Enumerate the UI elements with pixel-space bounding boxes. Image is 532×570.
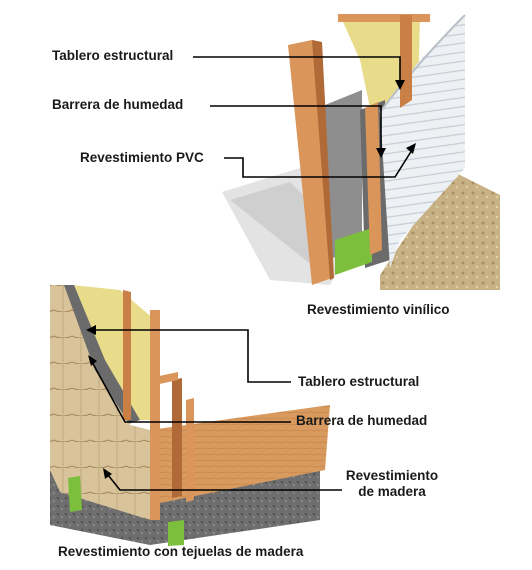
bottom-moisture-barrier bbox=[62, 285, 140, 425]
bottom-leader-lines bbox=[86, 325, 342, 491]
label-bottom-wood-siding: Revestimiento de madera bbox=[342, 468, 442, 500]
caption-bottom: Revestimiento con tejuelas de madera bbox=[58, 544, 304, 559]
top-wall-illustration bbox=[222, 14, 500, 290]
bottom-insulation bbox=[72, 285, 155, 420]
label-top-structural-board: Tablero estructural bbox=[52, 48, 174, 63]
top-green-sill bbox=[335, 228, 372, 275]
bottom-green-sill-right bbox=[168, 520, 184, 546]
top-vinyl-siding bbox=[380, 15, 465, 268]
label-top-moisture-barrier: Barrera de humedad bbox=[52, 97, 184, 112]
bottom-green-sill-left bbox=[68, 476, 82, 512]
label-bottom-moisture-barrier: Barrera de humedad bbox=[296, 413, 428, 428]
label-bottom-structural-board: Tablero estructural bbox=[298, 374, 420, 389]
bottom-stud-2 bbox=[186, 398, 194, 502]
bottom-shingles bbox=[50, 285, 150, 520]
caption-top: Revestimiento vinílico bbox=[307, 302, 450, 317]
top-stud-back bbox=[365, 102, 382, 255]
bottom-gravel-right bbox=[150, 470, 320, 545]
label-bottom-wood-siding-line1: Revestimiento bbox=[345, 468, 439, 483]
bottom-stud-1 bbox=[150, 310, 160, 520]
label-top-pvc-siding: Revestimiento PVC bbox=[80, 150, 204, 165]
top-plate bbox=[338, 14, 430, 22]
label-bottom-wood-siding-line2: de madera bbox=[358, 484, 426, 499]
bottom-wall-illustration bbox=[50, 285, 330, 546]
top-leader-lines bbox=[193, 56, 416, 178]
top-gravel bbox=[380, 170, 500, 290]
bottom-floor bbox=[150, 405, 330, 505]
